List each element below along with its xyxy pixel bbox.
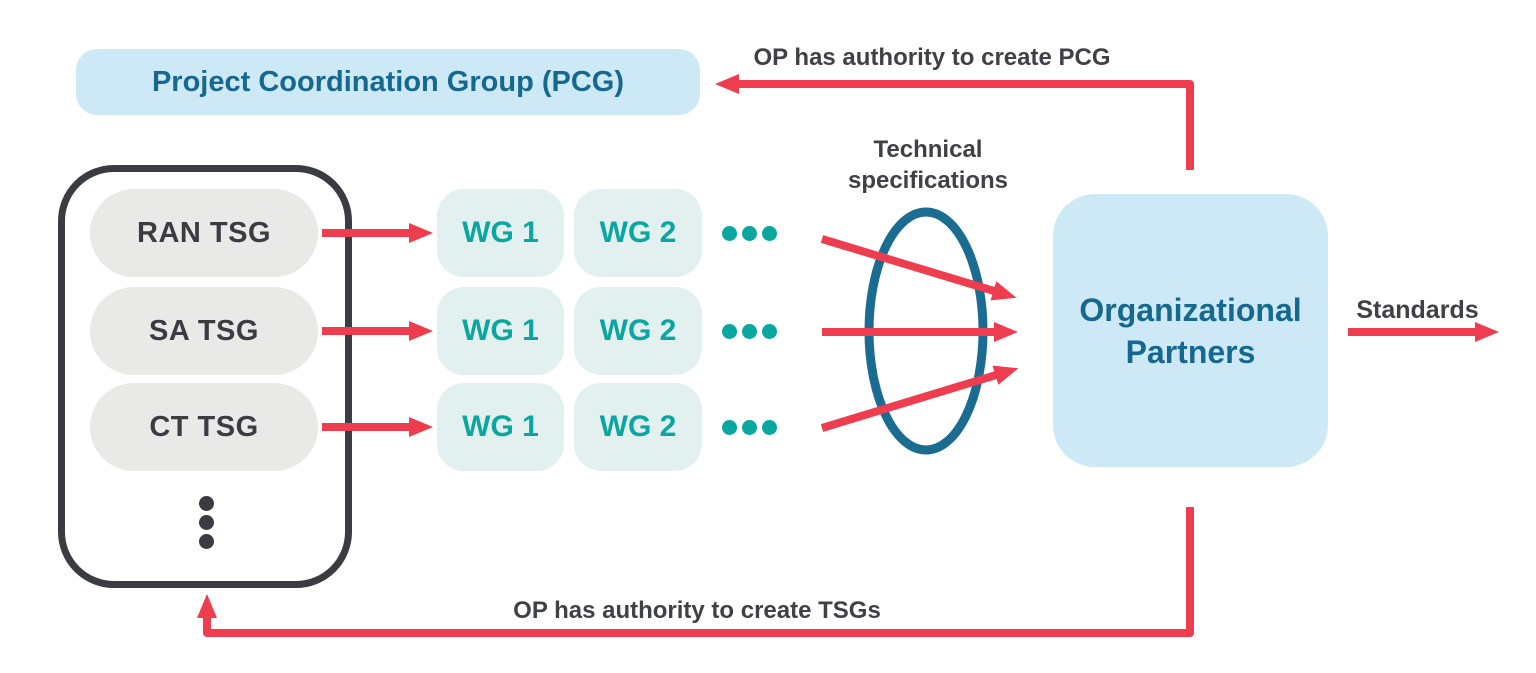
ct-wg1-box: WG 1 [437, 383, 564, 471]
sa-wg2-box: WG 2 [574, 287, 702, 375]
ellipsis-dot [762, 226, 777, 241]
ran-wg1-label: WG 1 [462, 216, 539, 249]
ellipsis-dot [199, 515, 214, 530]
ellipsis-dot [722, 226, 737, 241]
arrow-ct-specs-to-op [820, 365, 1019, 432]
sa-tsg-box: SA TSG [90, 287, 318, 375]
ellipsis-dot [199, 534, 214, 549]
technical-specifications-label: Technical specifications [847, 136, 1009, 194]
arrow-ran-specs-to-op [820, 235, 1017, 301]
ran-tsg-box: RAN TSG [90, 189, 318, 277]
ct-tsg-label: CT TSG [149, 410, 259, 443]
technical-specifications-ellipse [864, 207, 988, 455]
ellipsis-dot [762, 420, 777, 435]
pcg-label: Project Coordination Group (PCG) [151, 65, 625, 98]
sa-wg2-label: WG 2 [599, 314, 677, 347]
more-wgs-ellipsis-icon [722, 420, 777, 435]
ellipsis-dot [742, 226, 757, 241]
more-tsgs-ellipsis-icon [199, 496, 214, 549]
ct-wg2-box: WG 2 [574, 383, 702, 471]
organizational-partners-box: Organizational Partners [1053, 194, 1328, 467]
ran-wg2-label: WG 2 [599, 216, 677, 249]
sa-wg1-box: WG 1 [437, 287, 564, 375]
ran-wg2-box: WG 2 [574, 189, 702, 277]
sa-tsg-label: SA TSG [149, 314, 259, 347]
ct-tsg-box: CT TSG [90, 383, 318, 471]
ran-tsg-label: RAN TSG [137, 216, 271, 249]
more-wgs-ellipsis-icon [722, 226, 777, 241]
ran-wg1-box: WG 1 [437, 189, 564, 277]
pcg-box: Project Coordination Group (PCG) [76, 49, 700, 115]
sa-wg1-label: WG 1 [462, 314, 539, 347]
ct-wg2-label: WG 2 [599, 410, 677, 443]
ellipsis-dot [762, 324, 777, 339]
op-creates-tsgs-label: OP has authority to create TSGs [513, 597, 881, 624]
ellipsis-dot [722, 324, 737, 339]
ellipsis-dot [742, 324, 757, 339]
more-wgs-ellipsis-icon [722, 324, 777, 339]
ellipsis-dot [199, 496, 214, 511]
ellipsis-dot [742, 420, 757, 435]
ellipsis-dot [722, 420, 737, 435]
op-creates-pcg-label: OP has authority to create PCG [753, 44, 1111, 71]
organizational-partners-label: Organizational Partners [1079, 291, 1302, 370]
standards-label: Standards [1356, 296, 1479, 324]
ct-wg1-label: WG 1 [462, 410, 539, 443]
